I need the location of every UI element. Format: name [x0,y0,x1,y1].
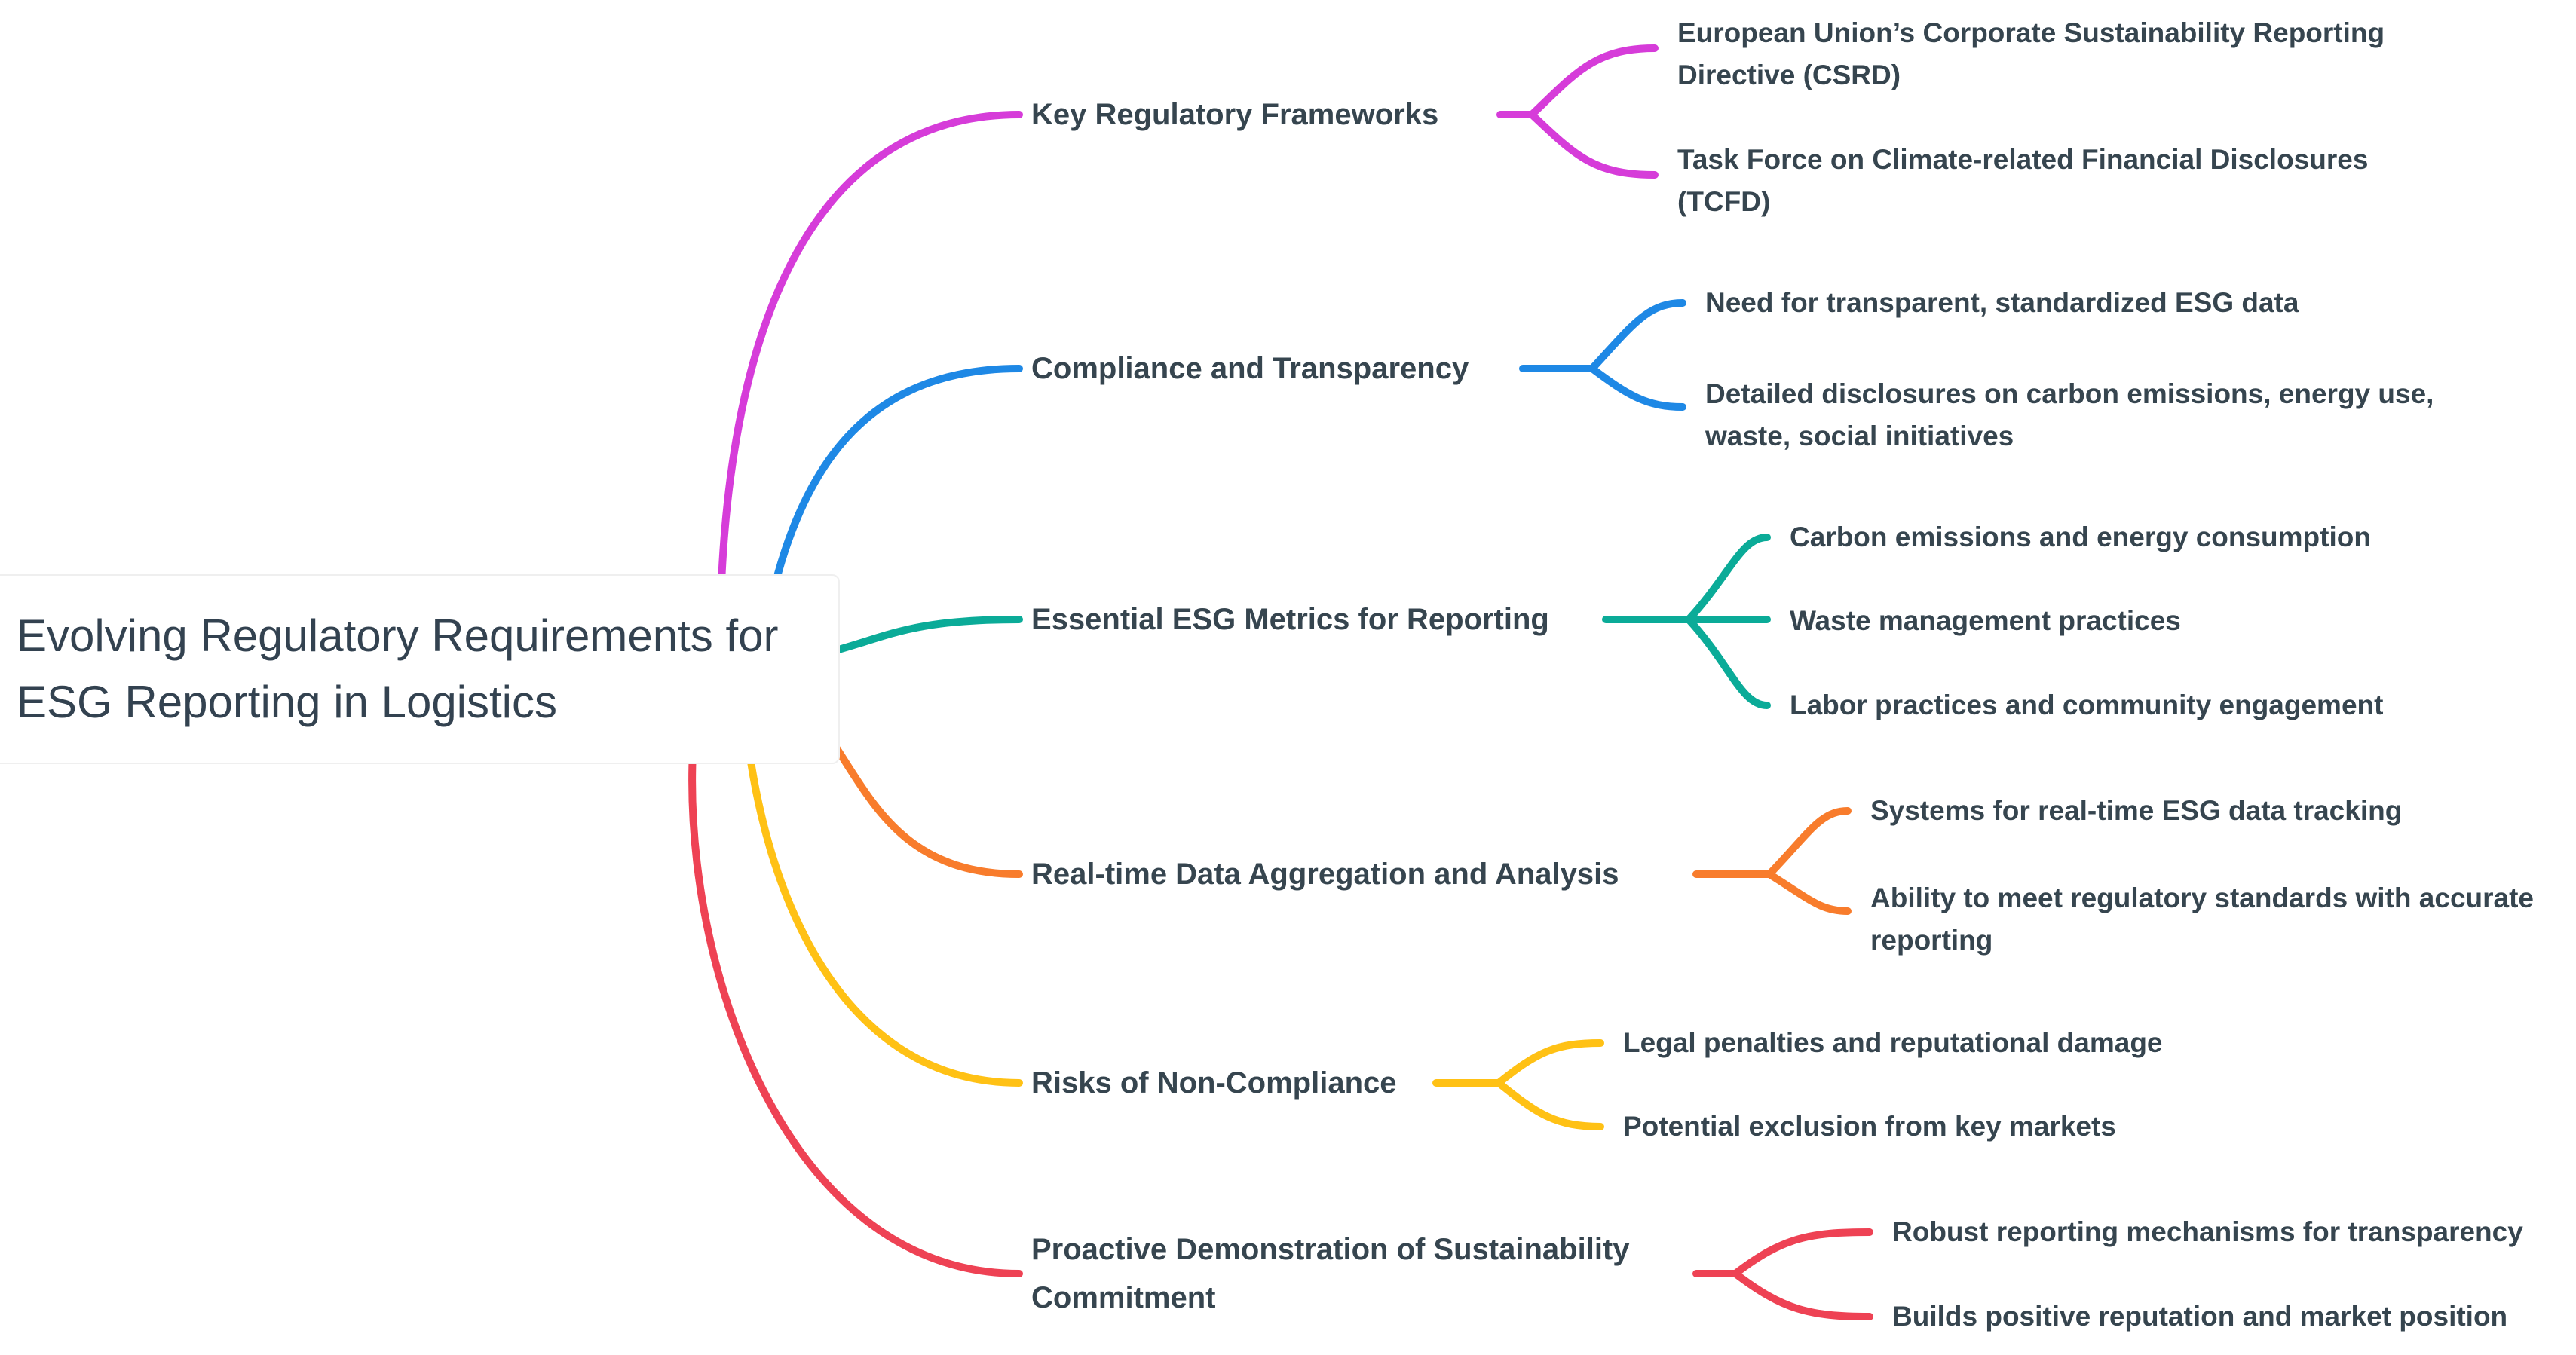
branch-label-realtime-data-aggregation[interactable]: Real-time Data Aggregation and Analysis [1031,858,1619,891]
root-node-card[interactable] [0,574,840,764]
leaf-label-labor-practices[interactable]: Labor practices and community engagement [1790,690,2384,720]
fork-risks-of-non-compliance [1432,1039,1604,1130]
leaf-label-accurate-reporting[interactable]: Ability to meet regulatory standards wit… [1870,882,2534,956]
fork-key-regulatory-frameworks [1496,44,1659,179]
leaf-label-tcfd[interactable]: Task Force on Climate-related Financial … [1677,144,2369,217]
fork-essential-esg-metrics [1602,534,1771,709]
leaf-label-detailed-disclosures[interactable]: Detailed disclosures on carbon emissions… [1705,378,2434,451]
leaf-label-csrd[interactable]: European Union’s Corporate Sustainabilit… [1677,17,2385,90]
leaf-label-robust-reporting[interactable]: Robust reporting mechanisms for transpar… [1892,1216,2523,1247]
branch-label-essential-esg-metrics[interactable]: Essential ESG Metrics for Reporting [1031,603,1549,636]
branch-label-key-regulatory-frameworks[interactable]: Key Regulatory Frameworks [1031,98,1439,131]
fork-realtime-data-aggregation [1692,807,1852,915]
leaf-label-waste-management[interactable]: Waste management practices [1790,605,2181,636]
root-link-key-regulatory-frameworks [715,111,1023,678]
leaf-label-legal-penalties[interactable]: Legal penalties and reputational damage [1623,1027,2163,1058]
leaf-label-market-exclusion[interactable]: Potential exclusion from key markets [1623,1111,2116,1142]
fork-compliance-and-transparency [1519,299,1686,411]
leaf-label-carbon-emissions[interactable]: Carbon emissions and energy consumption [1790,522,2371,552]
branch-label-compliance-and-transparency[interactable]: Compliance and Transparency [1031,352,1469,385]
root-link-proactive-demonstration [688,674,1023,1277]
leaf-label-positive-reputation[interactable]: Builds positive reputation and market po… [1892,1301,2508,1332]
branch-label-proactive-demonstration[interactable]: Proactive Demonstration of Sustainabilit… [1031,1233,1630,1314]
leaf-label-standardized-esg-data[interactable]: Need for transparent, standardized ESG d… [1705,287,2299,318]
branch-label-risks-of-non-compliance[interactable]: Risks of Non-Compliance [1031,1066,1397,1100]
leaf-label-realtime-tracking-systems[interactable]: Systems for real-time ESG data tracking [1870,795,2403,826]
root-node-label[interactable]: Evolving Regulatory Requirements for ESG… [17,610,779,727]
fork-proactive-demonstration [1692,1228,1873,1320]
